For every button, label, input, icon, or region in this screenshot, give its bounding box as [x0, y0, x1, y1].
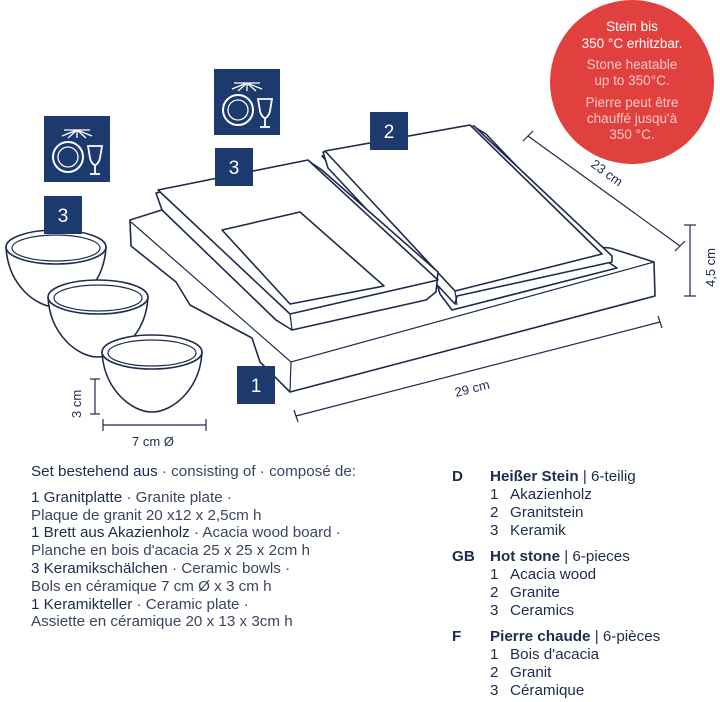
dishwasher-safe-icon [214, 69, 280, 135]
dimension-height: 4,5 cm [684, 224, 718, 297]
heat-note-de-1: Stein bis [606, 19, 658, 34]
granite-stone [321, 124, 618, 311]
composition-item-bowls: 3 Keramikschälchen · Ceramic bowls · [31, 559, 291, 577]
lang-title: Pierre chaude | 6-pièces [490, 628, 661, 645]
dimension-bowl-diameter: 7 cm Ø [102, 419, 207, 449]
heat-note-fr-2: chauffé jusqu'à [587, 111, 678, 126]
badge-board: 1 [237, 366, 275, 404]
ceramic-bowl-1 [5, 229, 107, 308]
bowl-diameter-label: 7 cm Ø [132, 434, 174, 449]
dimension-bowl-height: 3 cm [69, 378, 100, 418]
lang-code: GB [452, 548, 475, 565]
width-label: 29 cm [453, 377, 491, 400]
composition-item-board-fr: Planche en bois d'acacia 25 x 25 x 2cm h [31, 542, 310, 560]
svg-text:1: 1 [251, 376, 262, 397]
composition-item-plate: 1 Keramikteller · Ceramic plate · [31, 595, 249, 613]
ceramic-plate [155, 159, 439, 331]
svg-text:3: 3 [58, 206, 69, 227]
lang-code: F [452, 628, 462, 645]
heat-note-en-2: up to 350°C. [594, 73, 669, 88]
composition-item-board: 1 Brett aus Akazienholz · Acacia wood bo… [31, 524, 341, 542]
bowl-height-label: 3 cm [69, 390, 84, 418]
height-label: 4,5 cm [703, 248, 718, 287]
heat-note-en-1: Stone heatable [587, 57, 678, 72]
badge-ceramics-left: 3 [44, 196, 82, 234]
lang-title: Heißer Stein | 6-teilig [490, 468, 636, 485]
composition-item-granite-fr: Plaque de granit 20 x12 x 2,5cm h [31, 506, 262, 524]
lang-title: Hot stone | 6-pieces [490, 548, 630, 565]
composition-heading: Set bestehend aus · consisting of · comp… [31, 463, 357, 480]
badge-ceramics-top: 3 [215, 148, 253, 186]
heat-note-de-2: 350 °C erhitzbar. [582, 36, 683, 51]
heat-note-fr-1: Pierre peut être [585, 95, 678, 110]
product-drawing: Stein bis 350 °C erhitzbar. Stone heatab… [5, 0, 718, 449]
composition-item-bowls-fr: Bols en céramique 7 cm Ø x 3 cm h [31, 577, 272, 595]
set-composition: Set bestehend aus · consisting of · comp… [31, 463, 431, 631]
composition-item-plate-fr: Assiette en céramique 20 x 13 x 3cm h [31, 613, 293, 631]
heat-warning-badge: Stein bis 350 °C erhitzbar. Stone heatab… [550, 0, 714, 164]
lang-code: D [452, 468, 463, 485]
heat-note-fr-3: 350 °C. [609, 127, 654, 142]
composition-item-granite: 1 Granitplatte · Granite plate · [31, 488, 232, 506]
ceramic-bowl-3 [101, 334, 203, 413]
dishwasher-safe-icon [44, 116, 110, 182]
svg-text:2: 2 [384, 122, 395, 143]
badge-stone: 2 [370, 112, 408, 150]
svg-text:3: 3 [229, 158, 240, 179]
